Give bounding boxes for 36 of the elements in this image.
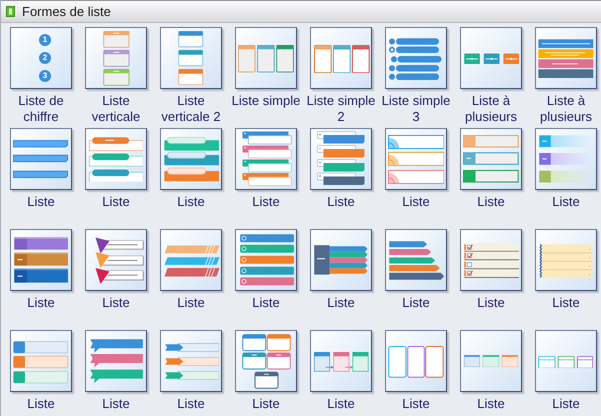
shape-label: Liste: [551, 295, 581, 311]
shape-label: Liste: [476, 295, 506, 311]
shape-label: Liste: [476, 194, 506, 210]
shape-label: Liste: [326, 396, 356, 412]
shape-label: Liste: [476, 396, 506, 412]
step-number: 3: [39, 70, 51, 82]
shape-label: Liste: [176, 194, 206, 210]
shape-label: Liste: [26, 194, 56, 210]
shape-label: Liste: [101, 396, 131, 412]
shape-label: Liste: [326, 194, 356, 210]
shape-label: Liste: [401, 194, 431, 210]
shape-label: Liste: [176, 295, 206, 311]
step-number: 2: [39, 52, 51, 64]
shape-label: Liste simple 2: [306, 93, 376, 125]
shape-label: Liste verticale 2: [160, 93, 222, 125]
shape-label: Liste: [251, 194, 281, 210]
shape-label: Liste: [551, 194, 581, 210]
shape-label: Liste simple: [230, 93, 302, 109]
shape-label: Liste: [251, 295, 281, 311]
panel-title: Formes de liste: [22, 3, 111, 20]
shape-label: Liste: [401, 396, 431, 412]
shape-label: Liste de chiffre: [17, 93, 65, 125]
shape-label: Liste verticale: [90, 93, 142, 125]
shape-label: Liste: [326, 295, 356, 311]
shape-label: Liste: [176, 396, 206, 412]
shape-label: Liste: [551, 396, 581, 412]
shape-label: Liste simple 3: [380, 93, 452, 125]
shape-label: Liste: [26, 396, 56, 412]
shape-label: Liste: [101, 194, 131, 210]
step-number: 1: [39, 34, 51, 46]
shape-label: Liste: [26, 295, 56, 311]
shape-label: Liste: [251, 396, 281, 412]
shape-label: Liste: [101, 295, 131, 311]
shape-label: Liste à plusieurs: [464, 93, 518, 125]
shape-label: Liste à plusieurs: [538, 93, 594, 125]
shape-label: Liste: [401, 295, 431, 311]
